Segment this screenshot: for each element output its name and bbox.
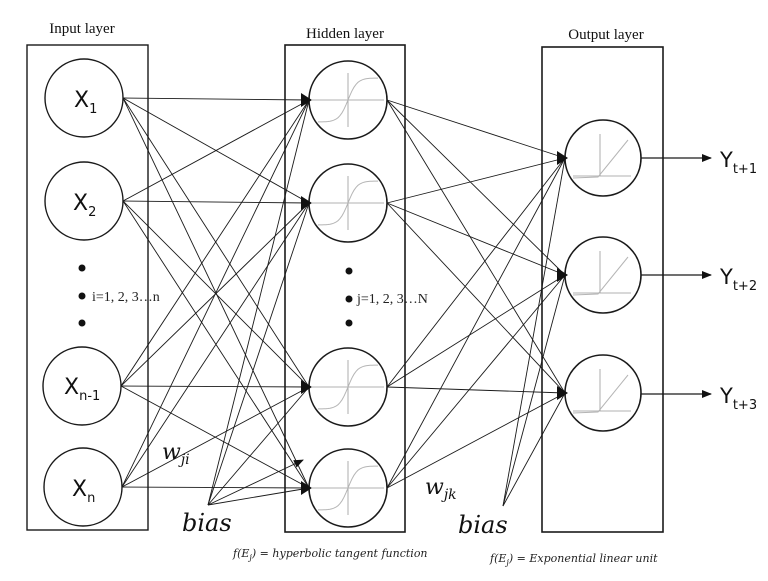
output-y-t1: Yt+1	[641, 148, 757, 177]
tanh-curve-icon	[312, 73, 384, 127]
weight-connection-hidden-output	[386, 157, 566, 388]
bias-arrow	[207, 459, 304, 506]
input-arrowhead	[301, 380, 312, 394]
weight-connection-hidden-output	[386, 202, 566, 276]
bias-connection-hidden	[207, 202, 310, 506]
output-label: Yt+1	[719, 148, 757, 177]
hidden-node	[301, 347, 388, 427]
hidden-layer-title: Hidden layer	[306, 26, 384, 42]
hidden-ellipsis	[345, 267, 353, 327]
input-node-label: X2	[73, 191, 96, 220]
weight-connection-hidden-output	[386, 202, 566, 394]
input-arrowhead	[557, 268, 568, 282]
weight-connection-input-hidden	[122, 97, 310, 388]
weight-connection-input-hidden	[122, 99, 310, 202]
input-arrowhead	[301, 93, 312, 107]
bias-label-hidden: bias	[182, 509, 232, 537]
bias-connection-hidden	[207, 386, 310, 506]
weight-connection-input-hidden	[120, 99, 310, 387]
output-nodes	[557, 119, 642, 432]
bias-connection-output	[502, 392, 566, 507]
hidden-node	[301, 448, 388, 528]
output-node	[557, 236, 642, 314]
bias-connection-output	[502, 157, 566, 507]
ellipsis-dot	[78, 292, 86, 300]
input-layer-title: Input layer	[49, 21, 114, 37]
output-node	[557, 354, 642, 432]
weight-label-wjk: wjk	[425, 475, 457, 503]
hidden-index-label: j=1, 2, 3…N	[356, 292, 428, 307]
input-node-x2: X2	[44, 161, 124, 241]
weight-connection-hidden-output	[386, 157, 566, 204]
input-ellipsis	[78, 264, 86, 327]
weight-connection-hidden-output	[386, 99, 566, 159]
connections	[120, 97, 566, 507]
bias-connection-hidden	[207, 99, 310, 506]
ellipsis-dot	[78, 319, 86, 327]
weight-connection-input-hidden	[121, 486, 310, 489]
input-index-label: i=1, 2, 3…n	[92, 290, 160, 305]
output-layer-title: Output layer	[568, 27, 643, 43]
weight-connection-input-hidden	[122, 97, 310, 101]
ellipsis-dot	[345, 319, 353, 327]
tanh-curve-icon	[312, 360, 384, 414]
weight-connection-hidden-output	[386, 99, 566, 394]
input-arrowhead	[301, 481, 312, 495]
input-node-x1: X1	[44, 58, 124, 138]
output-y-t2: Yt+2	[641, 265, 757, 294]
weight-connection-input-hidden	[120, 385, 310, 388]
input-arrowhead	[557, 386, 568, 400]
elu-curve-icon	[572, 134, 631, 179]
output-y-t3: Yt+3	[641, 384, 757, 413]
hidden-layer-box	[284, 44, 406, 533]
bias-connection-hidden	[207, 487, 310, 506]
bias-connection-output	[502, 274, 566, 507]
elu-curve-icon	[572, 369, 631, 414]
weight-connection-hidden-output	[386, 99, 566, 276]
weight-connection-hidden-output	[386, 392, 566, 489]
output-label: Yt+3	[719, 384, 757, 413]
ellipsis-dot	[345, 295, 353, 303]
hidden-activation-label: f(Ej) = hyperbolic tangent function	[232, 547, 428, 562]
input-node-label: Xn-1	[64, 375, 100, 404]
input-node-label: X1	[74, 88, 97, 117]
elu-curve-icon	[572, 251, 631, 296]
output-activation-label: f(Ej) = Exponential linear unit	[489, 552, 658, 567]
weight-connection-hidden-output	[386, 274, 566, 489]
weight-connection-hidden-output	[386, 386, 566, 394]
bias-label-output: bias	[458, 511, 508, 539]
tanh-curve-icon	[312, 176, 384, 230]
weight-connection-hidden-output	[386, 157, 566, 489]
weight-label-wji: wji	[162, 440, 190, 468]
ellipsis-dot	[345, 267, 353, 275]
weight-connection-input-hidden	[121, 202, 310, 488]
hidden-nodes	[301, 60, 388, 528]
input-arrowhead	[557, 151, 568, 165]
tanh-curve-icon	[312, 461, 384, 515]
input-node-xn: Xn	[43, 447, 123, 527]
hidden-node	[301, 60, 388, 140]
ellipsis-dot	[78, 264, 86, 272]
input-layer-box	[26, 44, 149, 531]
weight-connection-input-hidden	[122, 200, 310, 204]
input-node-xn-1: Xn-1	[42, 346, 122, 426]
output-label: Yt+2	[719, 265, 757, 294]
weight-connection-input-hidden	[121, 99, 310, 488]
weight-connection-input-hidden	[121, 386, 310, 488]
input-arrowhead	[301, 196, 312, 210]
hidden-node	[301, 163, 388, 243]
output-layer-box	[541, 46, 664, 533]
output-node	[557, 119, 642, 197]
input-node-label: Xn	[72, 477, 95, 506]
weight-connection-hidden-output	[386, 274, 566, 388]
